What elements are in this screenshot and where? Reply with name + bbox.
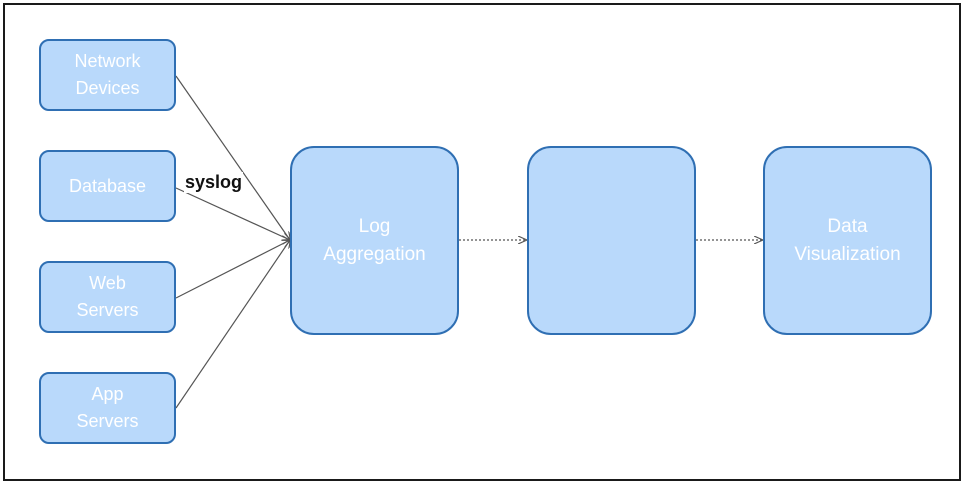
data-visualization-node: Data Visualization (763, 146, 932, 335)
blank-stage-node (527, 146, 696, 335)
log-aggregation-node: Log Aggregation (290, 146, 459, 335)
edge-app-to-log (175, 240, 290, 409)
web-servers-node: Web Servers (39, 261, 176, 333)
edge-network-to-log (175, 75, 290, 240)
network-devices-node: Network Devices (39, 39, 176, 111)
database-node: Database (39, 150, 176, 222)
diagram-frame (3, 3, 961, 481)
app-servers-node: App Servers (39, 372, 176, 444)
syslog-label: syslog (184, 172, 244, 193)
edge-web-to-log (175, 240, 290, 299)
edge-database-to-log (175, 187, 290, 240)
